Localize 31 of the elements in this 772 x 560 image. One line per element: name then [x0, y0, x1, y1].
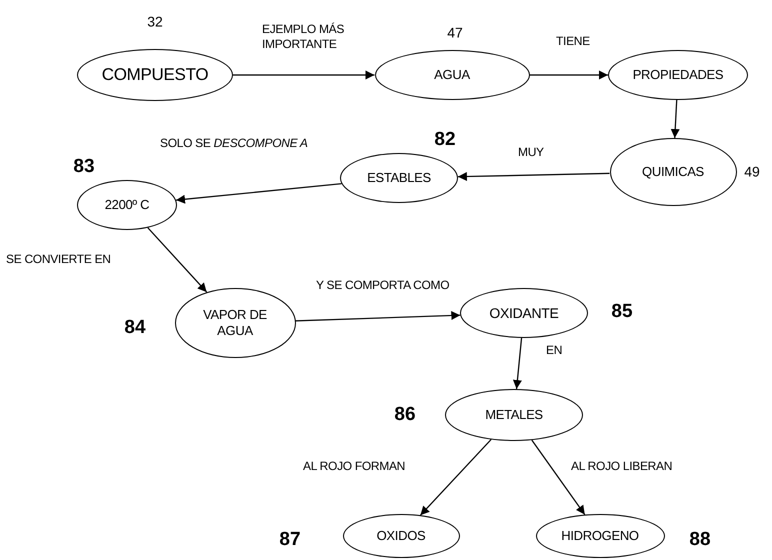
concept-number: 32 — [147, 12, 163, 32]
arrow — [233, 70, 374, 80]
concept-text: METALES — [484, 407, 544, 423]
arrow — [531, 440, 586, 515]
concept-number: 83 — [73, 154, 95, 179]
concept-text: ESTABLES — [366, 170, 432, 186]
arrow — [176, 183, 342, 204]
concept-number: 47 — [447, 24, 463, 42]
concept-text: HIDROGENO — [560, 528, 640, 544]
concept-text: OXIDANTE — [488, 304, 560, 322]
concept-number: 82 — [434, 128, 456, 152]
concept-text: VAPOR DE AGUA — [202, 307, 268, 339]
concept-number: 85 — [611, 300, 633, 324]
concept-text: COMPUESTO — [100, 64, 210, 86]
arrow — [295, 311, 460, 322]
arrow — [420, 439, 492, 516]
arrow — [512, 338, 522, 390]
concept-number: 86 — [394, 402, 416, 427]
arrow — [670, 100, 680, 138]
concept-text: QUIMICAS — [641, 164, 705, 180]
concept-text: PROPIEDADES — [632, 67, 724, 83]
concept-text: AGUA — [433, 67, 471, 83]
arrow — [147, 227, 208, 292]
concept-text: 2200º C — [104, 197, 150, 213]
concept-number: 49 — [744, 162, 760, 182]
concept-number: 87 — [279, 528, 301, 552]
arrow — [530, 70, 608, 80]
arrow — [458, 172, 610, 181]
concept-text: OXIDOS — [376, 528, 426, 544]
concept-number: 84 — [124, 316, 146, 340]
concept-number: 88 — [689, 528, 711, 552]
